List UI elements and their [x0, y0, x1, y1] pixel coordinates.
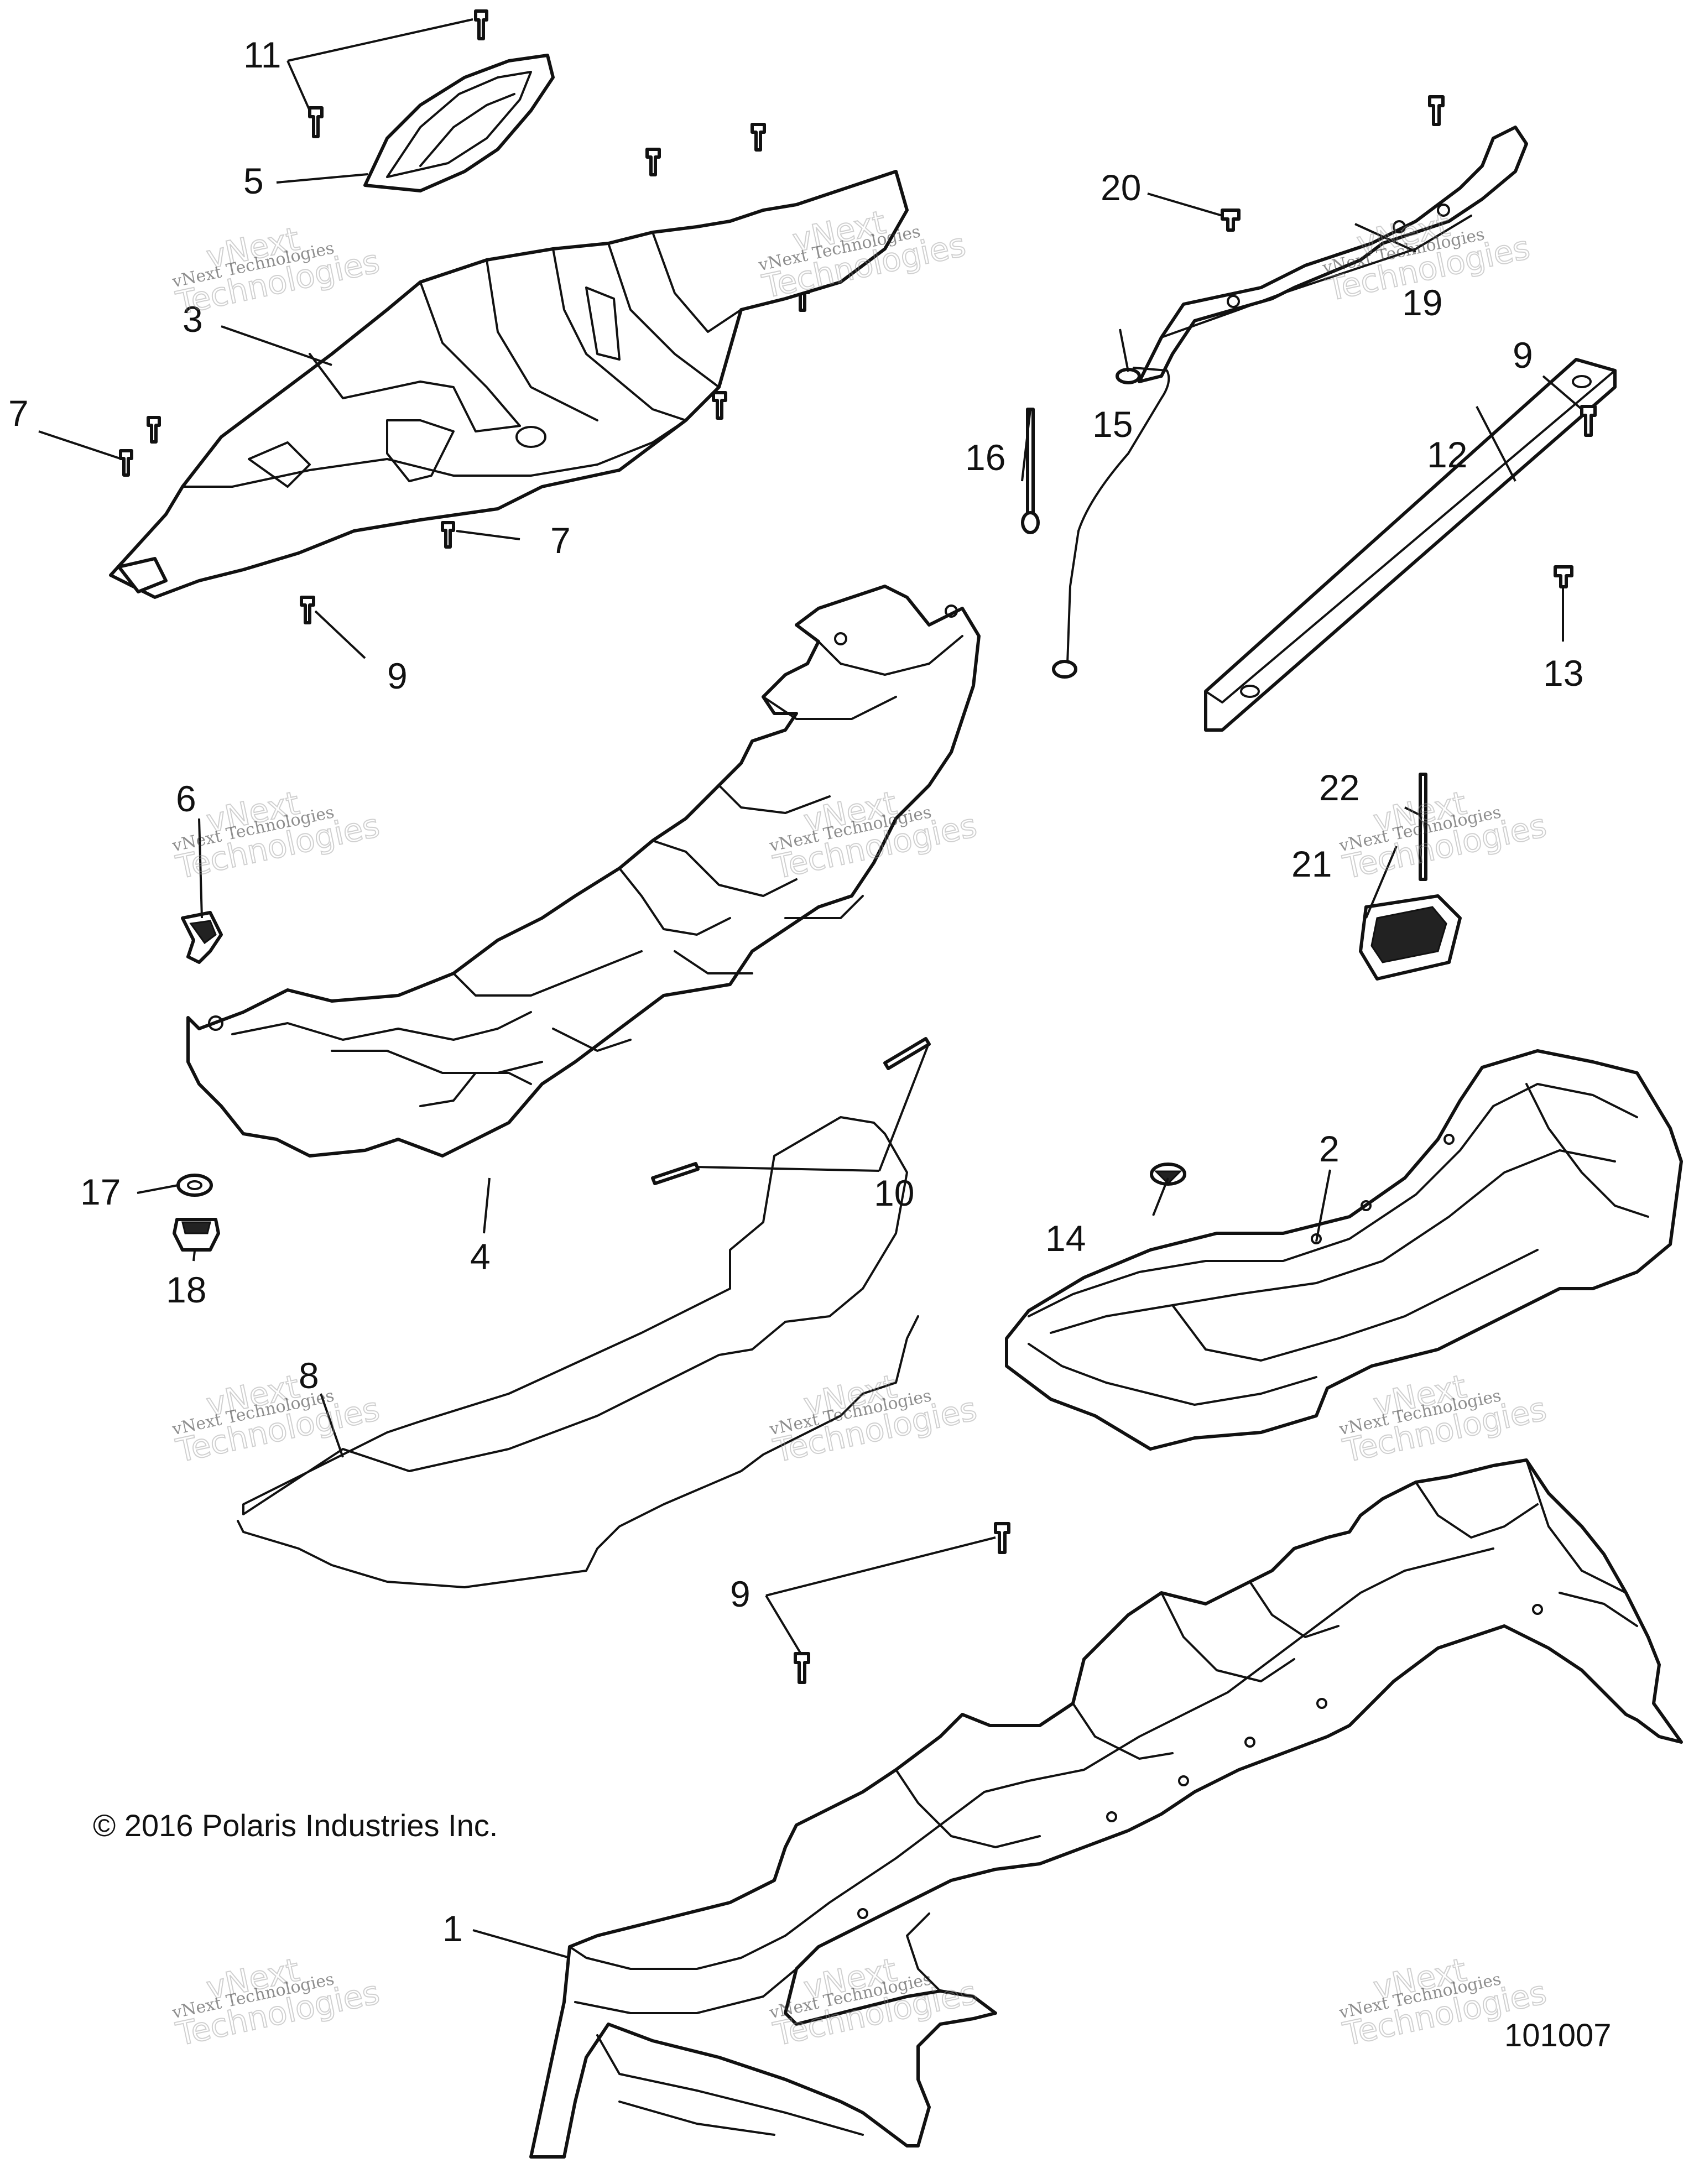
callout-15: 15: [1092, 404, 1133, 445]
part-17-washer: [176, 1174, 213, 1197]
callout-18: 18: [166, 1269, 206, 1310]
leader-lines: [38, 18, 1583, 1959]
watermark-1: vNext vNext Technologies Technologies: [170, 219, 383, 322]
callout-22: 22: [1319, 767, 1359, 808]
watermark-10: vNext vNext Technologies Technologies: [170, 1950, 383, 2053]
part-10-pin-lower: [651, 1162, 700, 1185]
callout-9-right: 9: [1513, 335, 1533, 376]
callout-1: 1: [442, 1908, 463, 1949]
hood-screw-4: [712, 391, 727, 420]
part-21-pad: [1359, 894, 1462, 981]
part-4-skid-plate: [186, 585, 981, 1158]
part-2-storage-tub: [1005, 1049, 1683, 1451]
part-16-pin: [1021, 408, 1040, 534]
callout-17: 17: [80, 1171, 121, 1212]
part-5-headlight-bracket: [363, 54, 555, 192]
copyright-notice: © 2016 Polaris Industries Inc.: [93, 1808, 498, 1843]
callout-19: 19: [1402, 282, 1442, 323]
part-9-screw-hood: [300, 596, 315, 624]
part-1-body-panel: [529, 1458, 1683, 2159]
part-19-bolt: [1428, 95, 1445, 126]
part-11-screw-top: [474, 9, 488, 40]
part-15-cable: [1052, 367, 1170, 679]
hood-screw-2: [751, 123, 766, 152]
watermark-6: vNext vNext Technologies Technologies: [1337, 783, 1550, 887]
callout-14: 14: [1045, 1218, 1086, 1259]
callout-7-bottom: 7: [550, 520, 571, 561]
callout-8: 8: [299, 1355, 319, 1396]
part-6-plug: [181, 911, 223, 964]
callout-9-lower: 9: [730, 1573, 751, 1614]
part-9-screw-lower-2: [794, 1652, 810, 1684]
callout-12: 12: [1427, 434, 1467, 475]
part-13-nut: [1554, 565, 1573, 588]
hood-screw-1: [645, 148, 661, 176]
part-9-screw-right: [1580, 405, 1597, 437]
part-22-pin: [1419, 773, 1427, 881]
part-12-strap: [1204, 358, 1617, 732]
part-9-screw-lower-1: [994, 1522, 1010, 1554]
callout-6: 6: [176, 778, 196, 819]
part-11-screw-left: [308, 106, 324, 138]
part-18-grommet: [173, 1218, 220, 1252]
callout-11: 11: [243, 34, 282, 75]
watermark-8: vNext vNext Technologies Technologies: [768, 1367, 981, 1470]
callout-3: 3: [183, 299, 203, 340]
callout-5: 5: [243, 160, 264, 201]
part-3-front-hood: [109, 170, 909, 599]
drawing-number: 101007: [1504, 2018, 1612, 2053]
part-14-plug: [1150, 1163, 1186, 1186]
part-7-screw-bottom: [441, 521, 455, 549]
part-10-pin-upper: [883, 1037, 931, 1070]
callout-2: 2: [1319, 1128, 1340, 1169]
part-7-screw-left: [119, 449, 133, 477]
watermark-4: vNext vNext Technologies Technologies: [170, 783, 383, 887]
callout-4: 4: [470, 1236, 491, 1277]
callout-13: 13: [1543, 653, 1583, 694]
part-20-clip: [1221, 209, 1241, 232]
callout-9-hood: 9: [387, 655, 408, 696]
callout-10: 10: [874, 1172, 914, 1213]
callout-16: 16: [965, 437, 1005, 478]
part-7-screw-upper: [147, 416, 161, 444]
callout-21: 21: [1291, 843, 1332, 884]
callout-labels: 11 5 3 7 7 9 20 19 9 12 13 16 15 22 21 6…: [8, 34, 1583, 1949]
part-8-seal: [237, 1116, 919, 1588]
part-19-bracket: [1138, 126, 1528, 383]
callout-20: 20: [1101, 167, 1141, 208]
callout-7-left: 7: [8, 393, 29, 434]
